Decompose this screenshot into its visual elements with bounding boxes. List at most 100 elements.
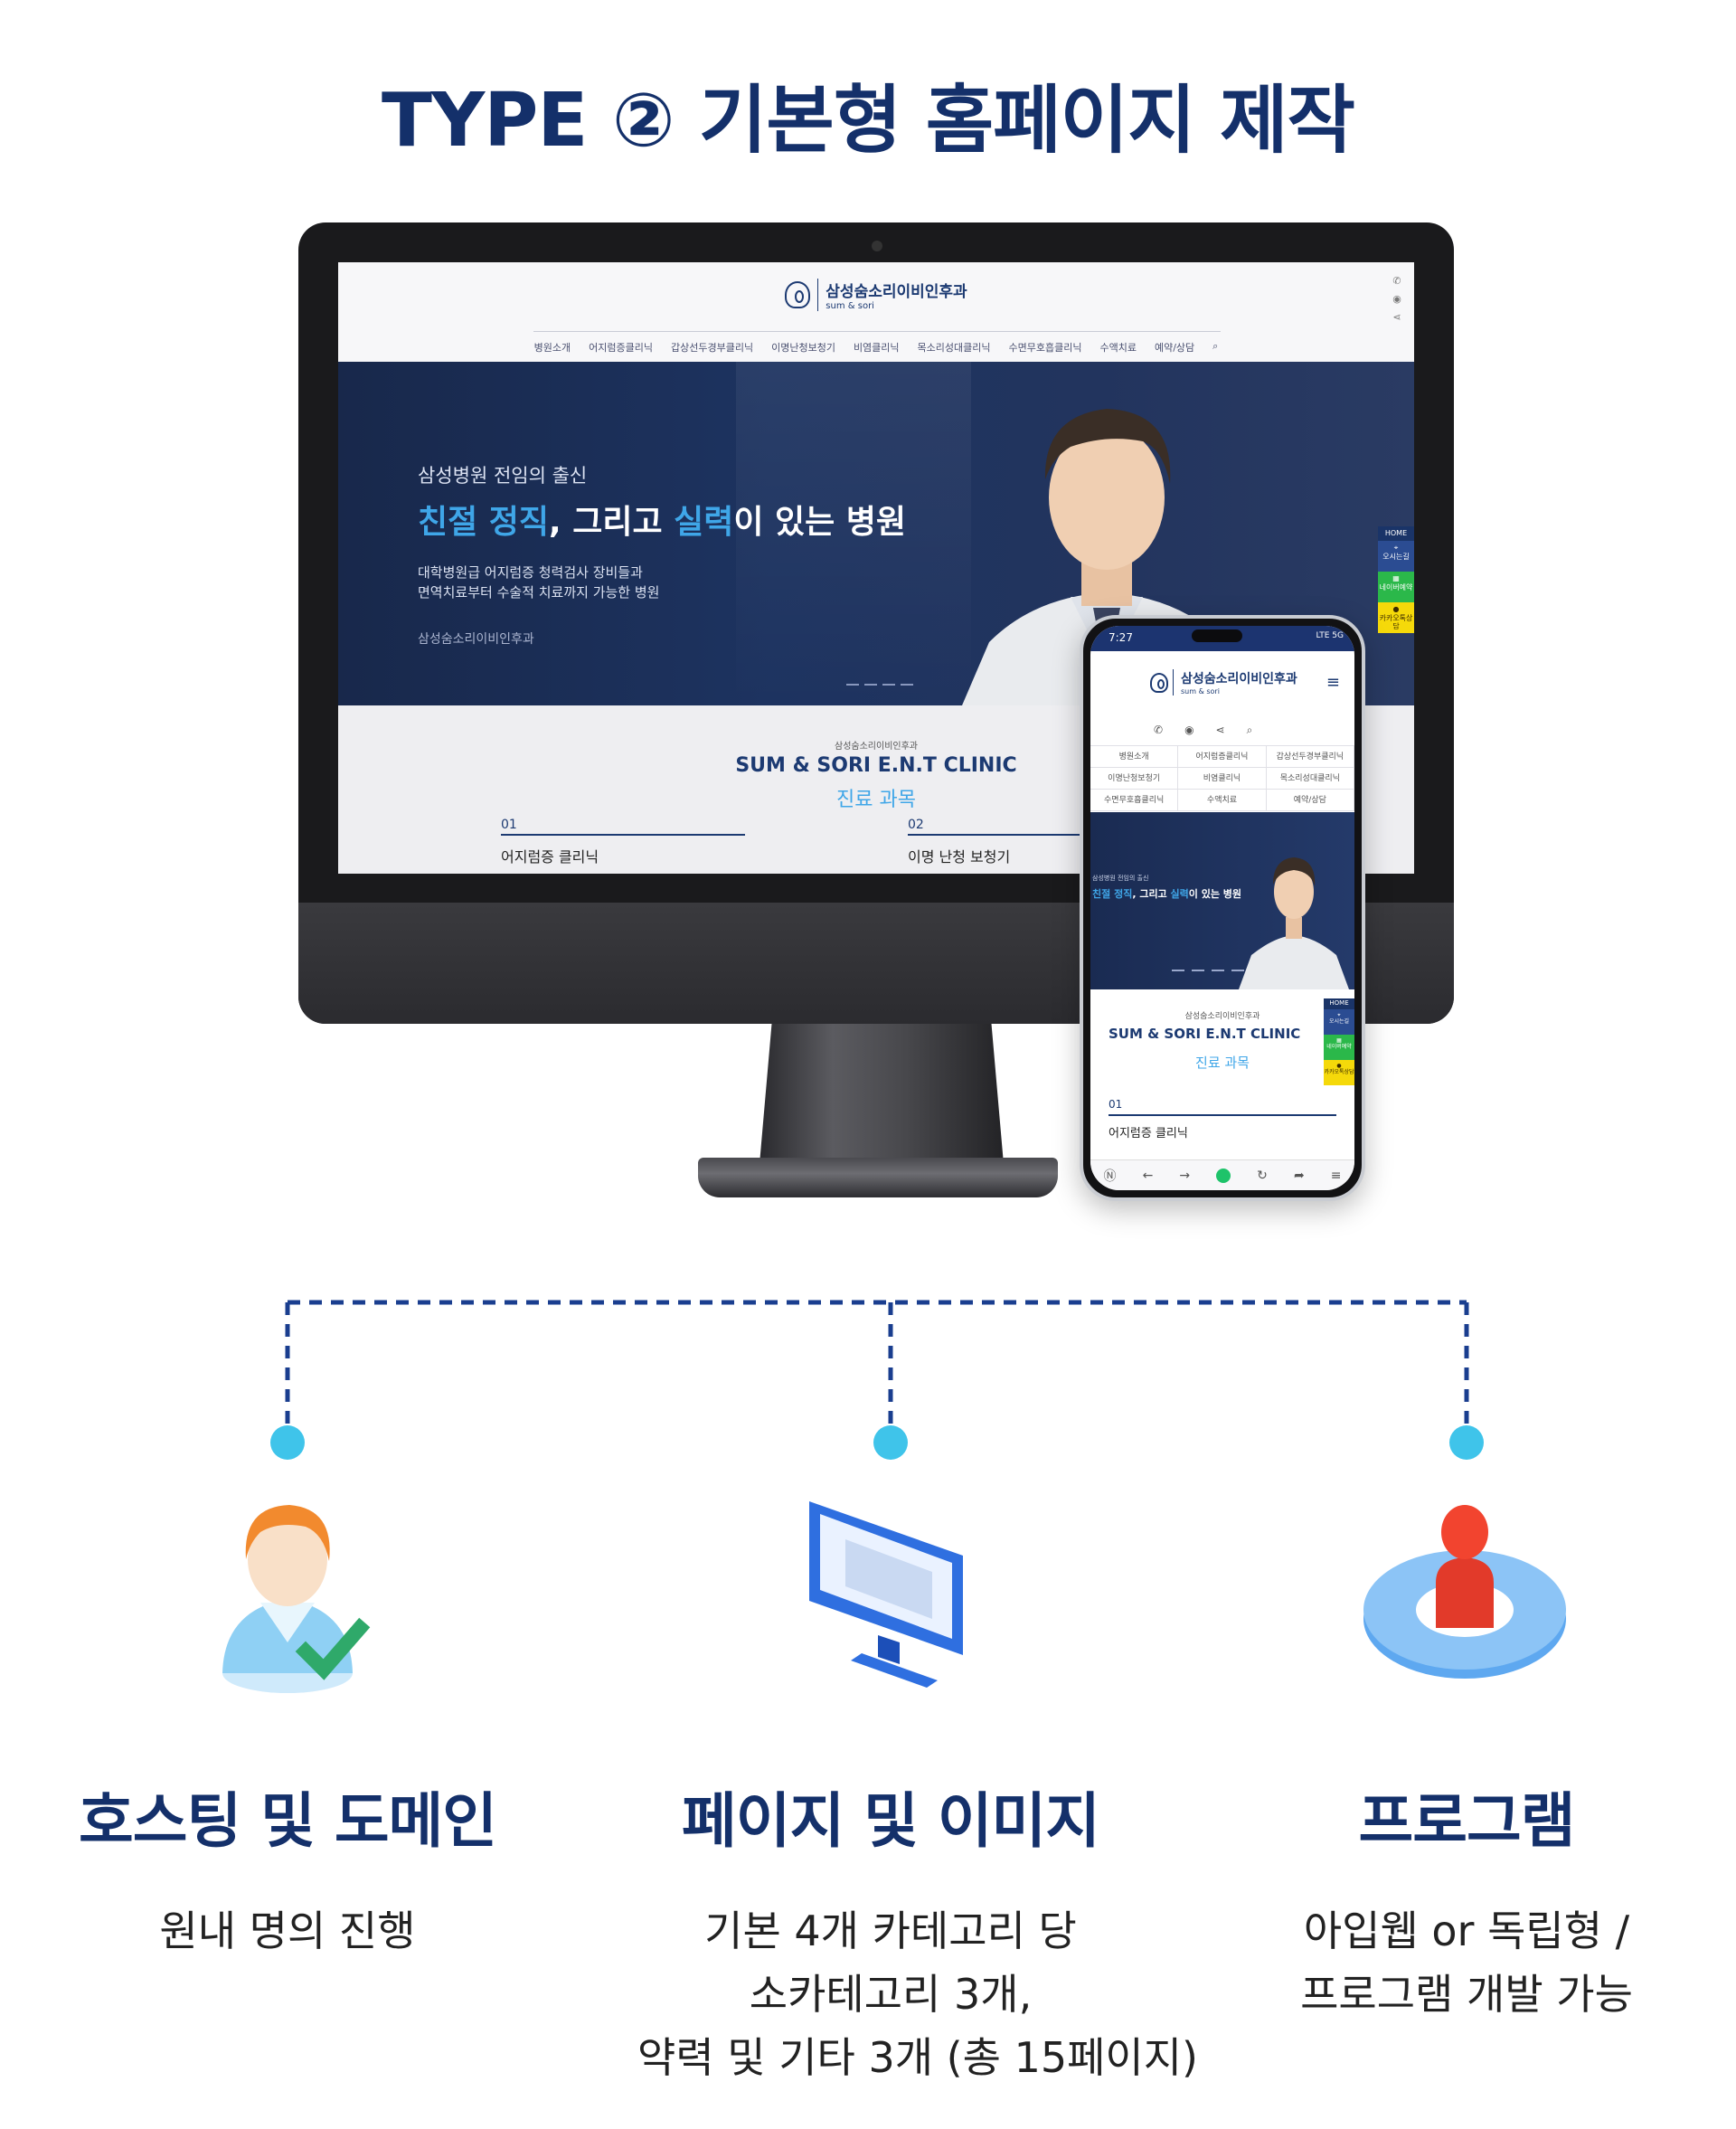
mobile-nav-item[interactable]: 수면무호흡클리닉 [1090,790,1179,811]
nav-item[interactable]: 어지럼증클리닉 [589,342,653,354]
mobile-quick-menu: HOME ⌖ 오시는길 ▦ 네이버예약 ● 카카오톡상담 [1324,998,1354,1085]
quick-naver-button[interactable]: ▦ 네이버예약 [1324,1035,1354,1060]
monitor-base [698,1158,1058,1197]
mobile-nav-item[interactable]: 비염클리닉 [1178,768,1267,790]
monitor-icon [809,1501,963,1688]
hero-title-highlight: 실력 [674,504,734,541]
mobile-logo[interactable]: 삼성숨소리이비인후과 sum & sori [1150,669,1297,695]
mobile-clinic-overline: 삼성숨소리이비인후과 [1184,1012,1260,1021]
phone-icon[interactable]: ✆ [1392,275,1401,287]
hamburger-menu-icon[interactable]: ≡ [1326,673,1340,692]
forward-arrow-icon[interactable]: → [1179,1168,1191,1183]
hero-clinic-name: 삼성숨소리이비인후과 [418,632,534,647]
mobile-nav-item[interactable]: 병원소개 [1090,746,1179,768]
quick-kakao-label: 카카오톡상담 [1379,613,1413,631]
feature-description-line: 소카테고리 3개, [749,1970,1033,2019]
header-divider [533,331,1221,332]
mobile-nav-item[interactable]: 목소리성대클리닉 [1266,768,1354,790]
camera-dot [872,241,882,251]
hero-title: 친절 정직, 그리고 실력이 있는 병원 [418,496,906,543]
quick-naver-button[interactable]: ▦ 네이버예약 [1378,572,1414,602]
dashed-connector [270,1300,1484,1460]
back-arrow-icon[interactable]: ← [1142,1168,1154,1183]
nav-item[interactable]: 갑상선두경부클리닉 [671,342,754,354]
green-dot-icon[interactable] [1216,1168,1231,1183]
nav-item[interactable]: 수면무호흡클리닉 [1008,342,1082,354]
share-arrow-icon[interactable]: ➦ [1293,1168,1305,1183]
hero-title-highlight: 친절 정직 [418,504,550,541]
share-icon[interactable]: ⋖ [1215,724,1225,736]
mobile-nav-item[interactable]: 수액치료 [1178,790,1267,811]
mobile-hero-subtitle: 삼성병원 전임의 출신 [1092,875,1149,882]
feature-description: 아입웹 or 독립형 / 프로그램 개발 가능 [1213,1899,1720,2026]
menu-icon[interactable]: ≡ [1330,1168,1342,1183]
nav-item[interactable]: 수액치료 [1099,342,1137,354]
connector-dot [873,1425,908,1460]
feature-title: 호스팅 및 도메인 [79,1786,497,1856]
ear-logo-icon [1150,672,1168,693]
clinic-card-number: 02 [908,818,924,832]
slider-pagination[interactable] [846,684,913,686]
nav-item[interactable]: 목소리성대클리닉 [917,342,991,354]
monitor-stand [760,1024,1004,1164]
phone-icon[interactable]: ✆ [1154,724,1164,736]
quick-map-button[interactable]: ⌖ 오시는길 [1324,1009,1354,1035]
feature-description-line: 약력 및 기타 3개 (총 15페이지) [637,2033,1199,2082]
kakao-icon: ● [1392,605,1400,613]
hero-title-text: 이 있는 병원 [1188,888,1242,900]
mobile-clinic-subtitle: 진료 과목 [1195,1055,1250,1071]
hero-subtitle: 삼성병원 전임의 출신 [418,465,588,487]
quick-naver-label: 네이버예약 [1379,582,1413,591]
feature-title: 페이지 및 이미지 [682,1786,1100,1856]
clinic-overline: 삼성숨소리이비인후과 [835,742,918,752]
mobile-nav-item[interactable]: 이명난청보청기 [1090,768,1179,790]
share-icon[interactable]: ⋖ [1392,311,1401,323]
mobile-card-name[interactable]: 어지럼증 클리닉 [1109,1127,1188,1140]
nav-item[interactable]: 병원소개 [533,342,571,354]
quick-home-button[interactable]: HOME [1324,998,1354,1009]
hero-title-highlight: 실력 [1170,888,1189,900]
feature-description-line: 프로그램 개발 가능 [1300,1970,1633,2019]
search-icon[interactable]: ⌕ [1212,340,1219,352]
mobile-phone: 7:27 LTE 5G 삼성숨소리이비인후과 sum & sori ≡ ✆ ◉ … [1080,615,1365,1201]
nav-item[interactable]: 이명난청보청기 [771,342,835,354]
mobile-card-divider [1109,1114,1336,1116]
quick-kakao-button[interactable]: ● 카카오톡상담 [1378,602,1414,633]
quick-map-button[interactable]: ⌖ 오시는길 [1378,541,1414,572]
hero-title-text: , 그리고 [549,504,675,541]
refresh-icon[interactable]: ↻ [1257,1168,1268,1183]
feature-description: 기본 4개 카테고리 당 소카테고리 3개, 약력 및 기타 3개 (총 15페… [637,1899,1199,2089]
signal-indicator: LTE 5G [1316,631,1344,640]
slider-pagination[interactable] [1172,970,1244,971]
nav-item[interactable]: 비염클리닉 [853,342,900,354]
naver-icon[interactable]: Ⓝ [1103,1169,1117,1184]
phone-notch [1192,629,1242,642]
clinic-card[interactable]: 01 어지럼증 클리닉 [501,818,745,866]
mobile-hero-title: 친절 정직, 그리고 실력이 있는 병원 [1092,886,1241,901]
site-logo[interactable]: 삼성숨소리이비인후과 sum & sori [338,279,1414,311]
status-time: 7:27 [1109,631,1133,644]
hero-title-text: 이 있는 병원 [733,504,907,541]
quick-home-button[interactable]: HOME [1378,526,1414,541]
hero-description: 대학병원급 어지럼증 청력검사 장비들과 [418,564,643,581]
mobile-nav-item[interactable]: 어지럼증클리닉 [1178,746,1267,768]
location-icon[interactable]: ◉ [1184,724,1194,736]
clinic-card-name: 어지럼증 클리닉 [501,848,599,866]
quick-kakao-label: 카카오톡상담 [1324,1069,1354,1076]
quick-naver-label: 네이버예약 [1326,1044,1352,1051]
gear-person-icon [1363,1505,1566,1679]
mobile-hero: 삼성병원 전임의 출신 친절 정직, 그리고 실력이 있는 병원 [1090,812,1354,989]
search-icon[interactable]: ⌕ [1246,724,1253,736]
page-title: TYPE ② 기본형 홈페이지 제작 [381,78,1355,164]
main-nav: 병원소개 어지럼증클리닉 갑상선두경부클리닉 이명난청보청기 비염클리닉 목소리… [338,340,1414,355]
header-tools: ✆ ◉ ⋖ [1391,275,1403,324]
mobile-nav-item[interactable]: 예약/상담 [1266,790,1354,811]
location-icon[interactable]: ◉ [1392,293,1401,305]
quick-kakao-button[interactable]: ● 카카오톡상담 [1324,1060,1354,1085]
nav-item[interactable]: 예약/상담 [1154,342,1195,354]
clinic-card[interactable]: 02 이명 난청 보청기 [908,818,1152,866]
feature-description-line: 기본 4개 카테고리 당 [704,1907,1077,1955]
mobile-nav-item[interactable]: 갑상선두경부클리닉 [1266,746,1354,768]
feature-title: 프로그램 [1358,1786,1576,1856]
hero-title-text: , 그리고 [1132,888,1171,900]
